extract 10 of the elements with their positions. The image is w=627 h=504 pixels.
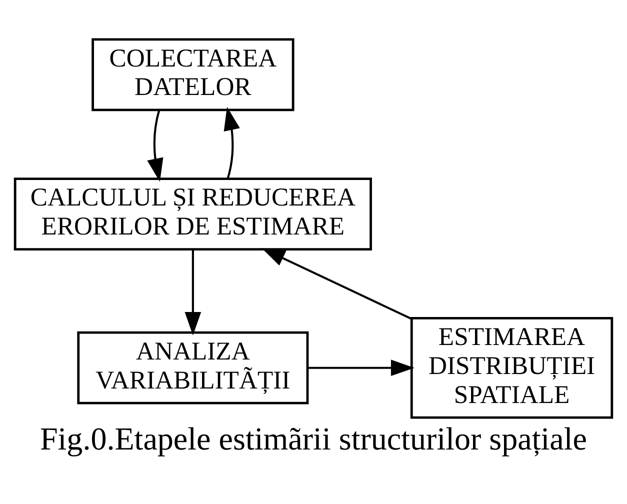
- node-box: ESTIMAREA DISTRIBUȚIEI SPATIALE: [410, 316, 614, 418]
- arrow: [184, 249, 202, 335]
- arrow: [262, 248, 412, 320]
- node-box: ANALIZA VARIABILITÃȚII: [77, 330, 309, 404]
- node-box: CALCULUL ȘI REDUCEREA ERORILOR DE ESTIMARE: [14, 177, 372, 250]
- arrow: [308, 359, 414, 376]
- caption: Fig.0.Etapele estimãrii structurilor spațiale: [40, 420, 588, 456]
- arrow: [147, 109, 164, 182]
- node-box: COLECTAREA DATELOR: [92, 38, 294, 111]
- arrow: [224, 106, 240, 178]
